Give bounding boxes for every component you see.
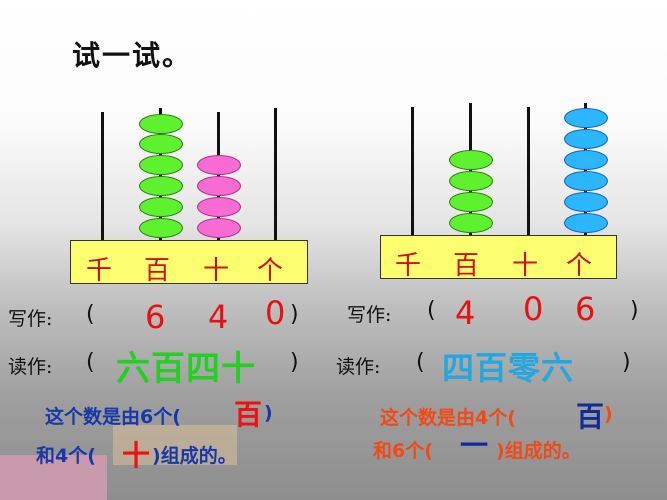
place-label-hundreds: 百 [453, 251, 480, 281]
close-paren: ) [496, 440, 505, 462]
sentence-line2-right: 和6个( [373, 436, 433, 463]
bead-hundreds [139, 155, 183, 175]
read-value-right: 四百零六 [442, 349, 575, 387]
sentence-line2-left: 和4个( [36, 441, 96, 468]
sentence-close-paren: ) [604, 403, 613, 425]
read-open-paren-right: ( [416, 350, 425, 375]
write-open-paren-left: ( [86, 302, 95, 327]
rod-thousands [411, 107, 414, 235]
answer-tens-left: 十 [122, 439, 151, 472]
place-label-thousands: 千 [395, 251, 422, 281]
write-digit-ones-left: 0 [265, 294, 286, 332]
bead-hundreds [449, 213, 493, 233]
bead-hundreds [139, 114, 183, 134]
write-close-paren-left: ) [290, 302, 299, 327]
write-close-paren-right: ) [630, 298, 639, 323]
bead-hundreds [139, 218, 183, 238]
write-digit-hundreds-left: 6 [145, 298, 166, 336]
place-label-tens: 十 [203, 256, 230, 286]
rod-thousands [101, 112, 104, 240]
bead-hundreds [449, 150, 493, 170]
sentence-prefix: 这个数是由6个 [45, 406, 173, 428]
read-label-right: 读作: [336, 356, 381, 378]
bead-hundreds [139, 134, 183, 154]
sentence-line1-right: 这个数是由4个( [380, 403, 516, 430]
bead-ones [564, 150, 608, 170]
bead-tens [197, 155, 241, 175]
sentence-suffix: 组成的。 [504, 440, 581, 462]
bead-tens [197, 197, 241, 217]
bead-tens [197, 218, 241, 238]
answer-ones-right: 一 [460, 429, 489, 462]
write-open-paren-right: ( [427, 298, 436, 323]
read-open-paren-left: ( [86, 350, 95, 375]
rod-ones [274, 108, 277, 240]
sentence-prefix: 和6个 [373, 440, 425, 462]
write-digit-ones-right: 6 [575, 290, 596, 328]
bead-hundreds [139, 197, 183, 217]
bead-ones [564, 192, 608, 212]
open-paren: ( [87, 445, 96, 467]
sentence-prefix: 和4个 [36, 445, 88, 467]
bead-ones [564, 171, 608, 191]
sentence-prefix: 这个数是由4个 [380, 407, 508, 429]
answer-highlight [113, 425, 237, 465]
place-label-thousands: 千 [86, 256, 113, 286]
decorative-pink-box [0, 455, 107, 500]
bead-hundreds [139, 176, 183, 196]
abacus-base [380, 235, 617, 279]
bead-ones [564, 108, 608, 128]
write-digit-tens-right: 0 [523, 290, 544, 328]
rod-tens [527, 107, 530, 235]
answer-hundreds-left: 百 [234, 398, 263, 431]
write-digit-tens-left: 4 [208, 298, 229, 336]
sentence-line1-left: 这个数是由6个( [45, 402, 181, 429]
place-label-hundreds: 百 [144, 256, 171, 286]
open-paren: ( [172, 406, 181, 428]
page-title: 试一试。 [72, 39, 193, 72]
bead-ones [564, 213, 608, 233]
bead-ones [564, 129, 608, 149]
place-label-tens: 十 [512, 251, 539, 281]
read-value-left: 六百四十 [116, 349, 256, 389]
place-label-ones: 个 [566, 251, 593, 281]
write-digit-hundreds-right: 4 [455, 294, 476, 332]
sentence-suffix: 组成的。 [160, 445, 237, 467]
read-close-paren-left: ) [290, 350, 299, 375]
sentence-line2-end-right: )组成的。 [496, 436, 581, 463]
write-label-left: 写作: [8, 308, 53, 330]
place-label-ones: 个 [257, 256, 284, 286]
bead-hundreds [449, 171, 493, 191]
open-paren: ( [507, 407, 516, 429]
abacus-base [70, 240, 308, 284]
sentence-line2-end-left: )组成的。 [152, 441, 237, 468]
open-paren: ( [424, 440, 433, 462]
read-close-paren-right: ) [622, 350, 631, 375]
answer-hundreds-right: 百 [576, 400, 605, 433]
close-paren: ) [152, 445, 161, 467]
write-label-right: 写作: [347, 304, 392, 326]
bead-hundreds [449, 192, 493, 212]
bead-tens [197, 176, 241, 196]
sentence-close-paren: ) [264, 402, 273, 424]
read-label-left: 读作: [8, 356, 53, 378]
